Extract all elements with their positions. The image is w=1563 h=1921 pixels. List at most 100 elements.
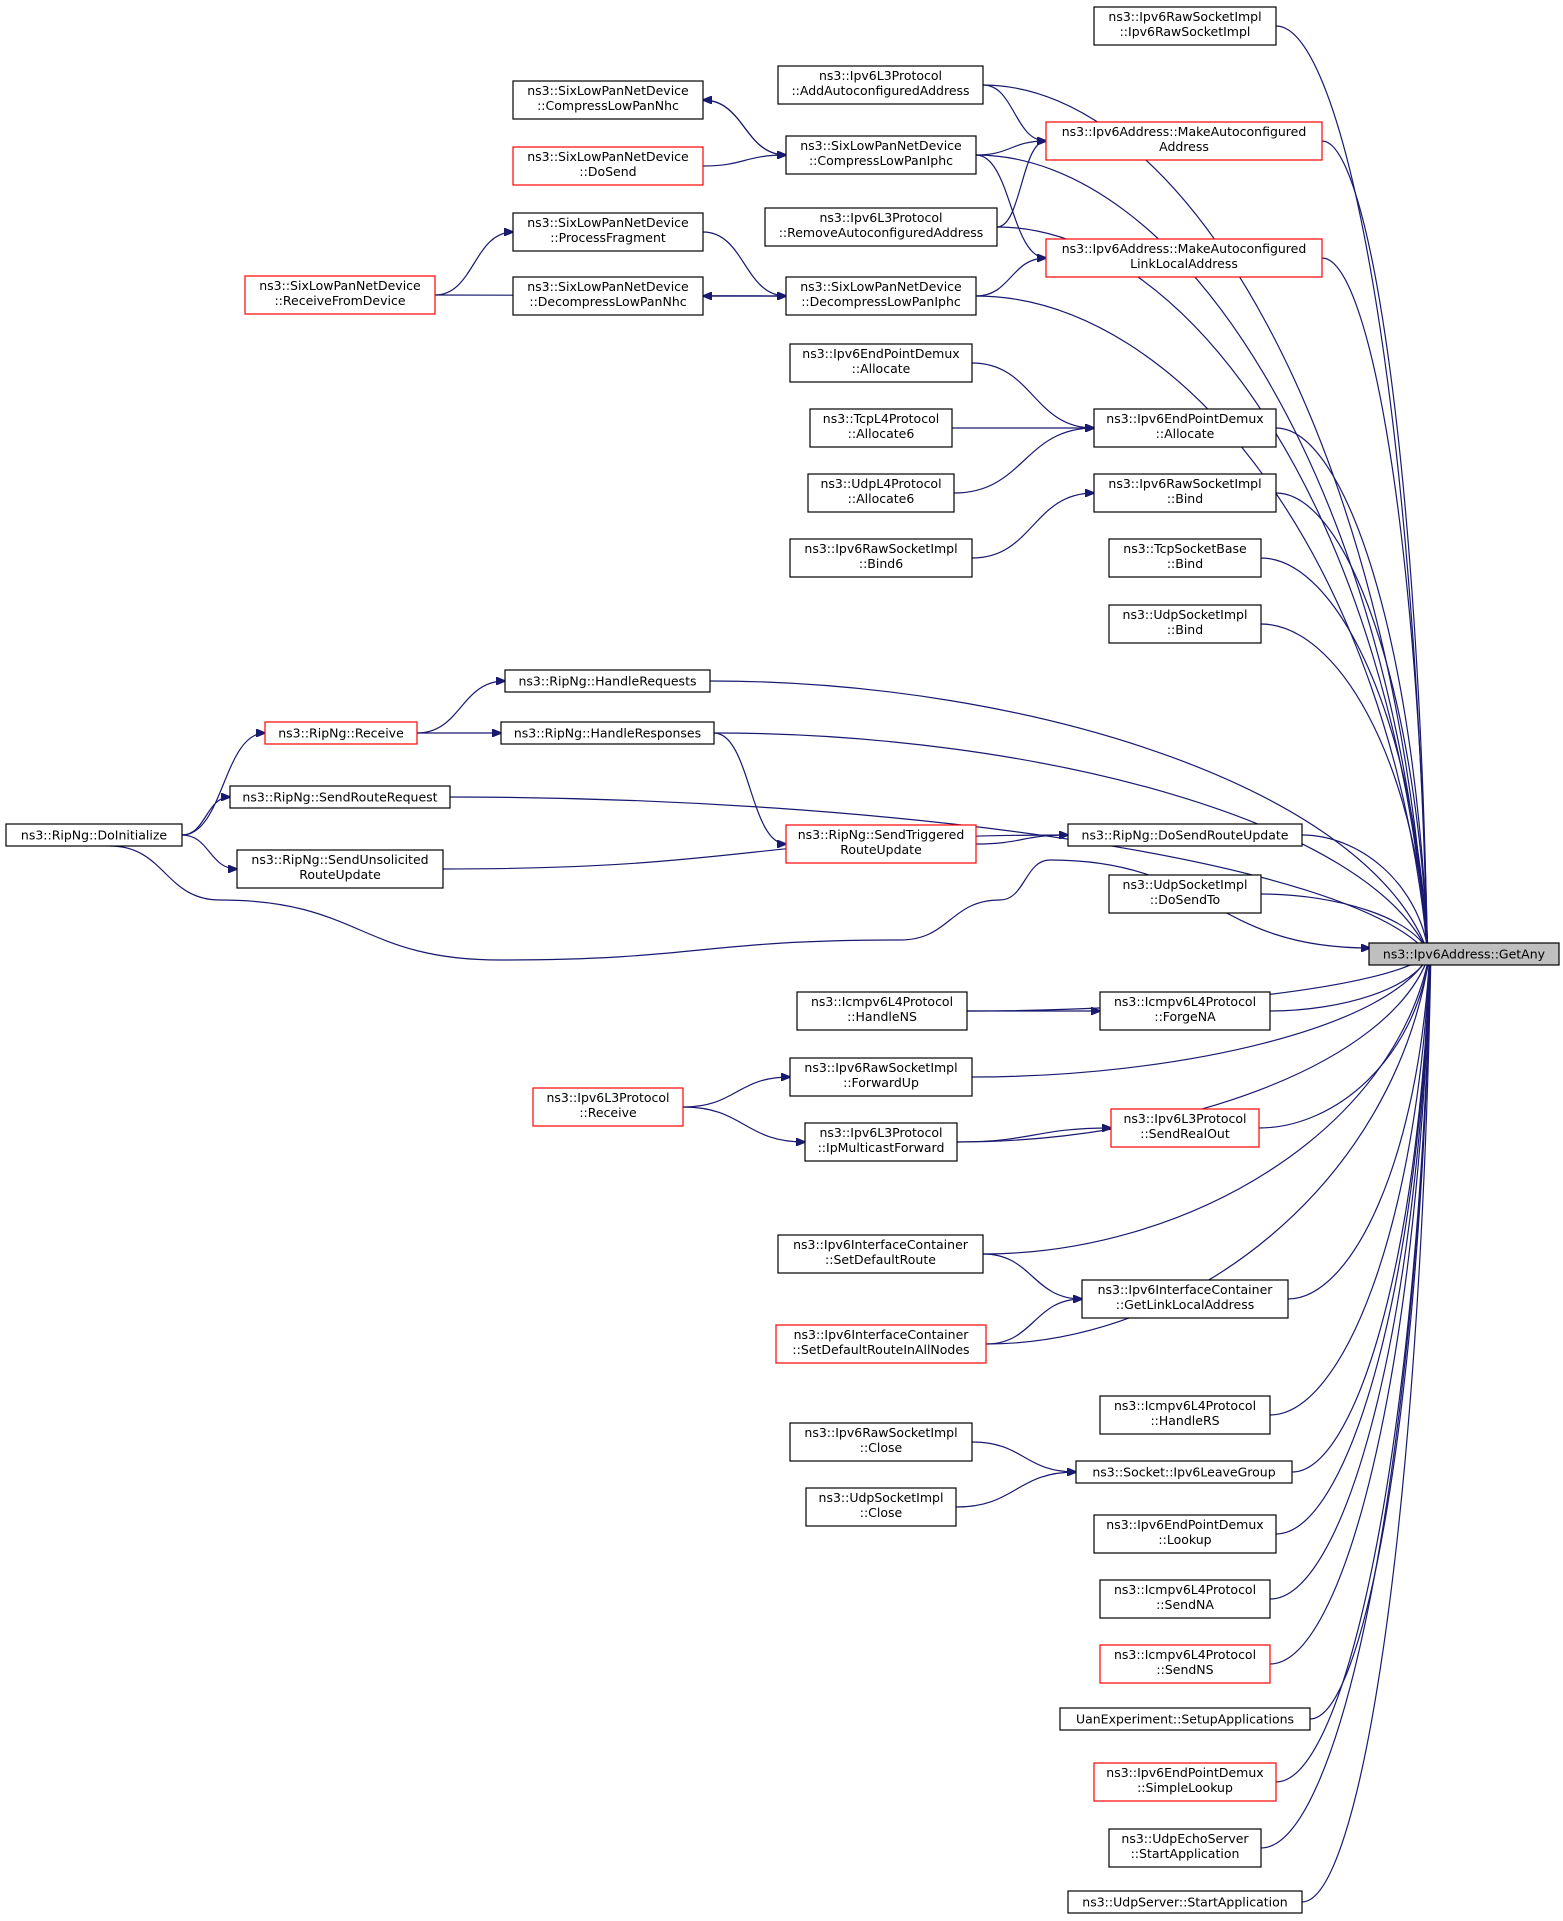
node-ciphc[interactable]: ns3::SixLowPanNetDevice::CompressLowPanI…: [785, 135, 977, 175]
node-doinit[interactable]: ns3::RipNg::DoInitialize: [5, 823, 183, 847]
node-label-line: ns3::Ipv6L3Protocol: [1123, 1111, 1246, 1126]
node-label-line: ns3::UdpSocketImpl: [819, 1490, 944, 1505]
node-rawbind[interactable]: ns3::Ipv6RawSocketImpl::Bind: [1093, 473, 1277, 513]
node-box: [777, 65, 984, 105]
node-tcpbind[interactable]: ns3::TcpSocketBase::Bind: [1108, 538, 1262, 578]
edge-rawbind-to-getany: [1275, 492, 1428, 954]
node-sreq[interactable]: ns3::RipNg::SendRouteRequest: [229, 785, 451, 809]
node-udpalloc6[interactable]: ns3::UdpL4Protocol::Allocate6: [807, 473, 955, 513]
node-addauto[interactable]: ns3::Ipv6L3Protocol::AddAutoconfiguredAd…: [777, 65, 984, 105]
node-getll[interactable]: ns3::Ipv6InterfaceContainer::GetLinkLoca…: [1081, 1279, 1289, 1319]
node-label-line: ::Receive: [579, 1105, 637, 1120]
node-label-line: ::AddAutoconfiguredAddress: [791, 83, 969, 98]
node-sendna[interactable]: ns3::Icmpv6L4Protocol::SendNA: [1099, 1579, 1271, 1619]
edge-udpalloc6-to-epdalloc: [953, 428, 1094, 494]
node-getany[interactable]: ns3::Ipv6Address::GetAny: [1368, 942, 1560, 966]
node-mkll[interactable]: ns3::Ipv6Address::MakeAutoconfiguredLink…: [1045, 238, 1323, 278]
node-label-line: ::CompressLowPanIphc: [809, 153, 953, 168]
node-label-line: RouteUpdate: [840, 842, 922, 857]
node-hns[interactable]: ns3::Icmpv6L4Protocol::HandleNS: [796, 991, 968, 1031]
edge-setdr-to-getll: [982, 1253, 1082, 1299]
node-rmauto[interactable]: ns3::Ipv6L3Protocol::RemoveAutoconfigure…: [764, 207, 998, 247]
node-mkauto[interactable]: ns3::Ipv6Address::MakeAutoconfiguredAddr…: [1045, 121, 1323, 161]
node-label-line: ::IpMulticastForward: [818, 1140, 945, 1155]
node-label-line: ::StartApplication: [1131, 1846, 1240, 1861]
node-echo[interactable]: ns3::UdpEchoServer::StartApplication: [1108, 1828, 1262, 1868]
node-recv[interactable]: ns3::RipNg::Receive: [264, 721, 418, 745]
edge-udpclose-to-leave: [955, 1472, 1076, 1508]
node-label-line: ::Bind: [1167, 556, 1203, 571]
node-label-line: ::Close: [860, 1440, 903, 1455]
node-label-line: ns3::Ipv6RawSocketImpl: [1108, 476, 1261, 491]
node-label-line: ::ForgeNA: [1154, 1009, 1216, 1024]
node-lookup[interactable]: ns3::Ipv6EndPointDemux::Lookup: [1093, 1514, 1277, 1554]
node-label-line: ::HandleNS: [847, 1009, 917, 1024]
node-label-line: LinkLocalAddress: [1130, 256, 1238, 271]
node-setdr[interactable]: ns3::Ipv6InterfaceContainer::SetDefaultR…: [777, 1234, 984, 1274]
node-dsru[interactable]: ns3::RipNg::DoSendRouteUpdate: [1067, 823, 1303, 847]
node-label-line: ns3::Ipv6RawSocketImpl: [804, 1425, 957, 1440]
node-box: [785, 824, 977, 864]
node-label-line: ns3::RipNg::SendTriggered: [798, 827, 965, 842]
node-rfd[interactable]: ns3::SixLowPanNetDevice::ReceiveFromDevi…: [244, 275, 436, 315]
node-udpbind[interactable]: ns3::UdpSocketImpl::Bind: [1108, 604, 1262, 644]
node-label-line: ns3::Ipv6Address::MakeAutoconfigured: [1062, 241, 1307, 256]
node-label-line: ::DoSend: [579, 164, 636, 179]
node-box: [5, 823, 183, 847]
node-uan[interactable]: UanExperiment::SetupApplications: [1059, 1707, 1311, 1731]
node-pfrag[interactable]: ns3::SixLowPanNetDevice::ProcessFragment: [512, 212, 704, 252]
edge-udpsrv-to-getany: [1301, 954, 1431, 1903]
node-label-line: ns3::Ipv6InterfaceContainer: [793, 1237, 969, 1252]
node-epdalloc1[interactable]: ns3::Ipv6EndPointDemux::Allocate: [789, 343, 973, 383]
node-rawbind6[interactable]: ns3::Ipv6RawSocketImpl::Bind6: [789, 538, 973, 578]
node-diphc[interactable]: ns3::SixLowPanNetDevice::DecompressLowPa…: [785, 276, 977, 316]
edge-pfrag-to-diphc: [702, 231, 786, 296]
edge-ciphc-to-getany: [975, 154, 1427, 954]
node-hresp[interactable]: ns3::RipNg::HandleResponses: [500, 721, 715, 745]
node-box: [1093, 1762, 1277, 1802]
node-label-line: ::Ipv6RawSocketImpl: [1120, 24, 1251, 39]
node-label-line: ns3::Icmpv6L4Protocol: [1114, 1398, 1256, 1413]
node-rawclose[interactable]: ns3::Ipv6RawSocketImpl::Close: [789, 1422, 973, 1462]
node-slookup[interactable]: ns3::Ipv6EndPointDemux::SimpleLookup: [1093, 1762, 1277, 1802]
node-box: [789, 343, 973, 383]
edge-hreq-to-getany: [709, 680, 1428, 954]
node-udpdst[interactable]: ns3::UdpSocketImpl::DoSendTo: [1108, 874, 1262, 914]
node-label-line: ns3::RipNg::Receive: [278, 726, 404, 741]
edge-mkauto-to-getany: [1321, 140, 1427, 954]
node-leave[interactable]: ns3::Socket::Ipv6LeaveGroup: [1075, 1460, 1293, 1484]
node-dnhc[interactable]: ns3::SixLowPanNetDevice::DecompressLowPa…: [512, 276, 704, 316]
edge-sendna-to-getany: [1269, 954, 1430, 1600]
node-label-line: ns3::SixLowPanNetDevice: [527, 83, 689, 98]
node-sro[interactable]: ns3::Ipv6L3Protocol::SendRealOut: [1110, 1108, 1260, 1148]
node-hrs[interactable]: ns3::Icmpv6L4Protocol::HandleRS: [1099, 1395, 1271, 1435]
node-dosend[interactable]: ns3::SixLowPanNetDevice::DoSend: [512, 146, 704, 186]
node-label-line: ns3::Ipv6EndPointDemux: [1106, 411, 1263, 426]
node-forgena[interactable]: ns3::Icmpv6L4Protocol::ForgeNA: [1099, 991, 1271, 1031]
node-label-line: ns3::Ipv6RawSocketImpl: [804, 1060, 957, 1075]
node-label-line: ns3::Ipv6L3Protocol: [819, 1125, 942, 1140]
edge-rawctor-to-getany: [1275, 25, 1427, 954]
node-fwdup[interactable]: ns3::Ipv6RawSocketImpl::ForwardUp: [789, 1057, 973, 1097]
node-rawctor[interactable]: ns3::Ipv6RawSocketImpl::Ipv6RawSocketImp…: [1093, 6, 1277, 46]
edge-hresp-to-getany: [713, 732, 1429, 954]
node-label-line: ns3::SixLowPanNetDevice: [527, 149, 689, 164]
edge-recv-to-hreq: [416, 681, 505, 734]
node-hreq[interactable]: ns3::RipNg::HandleRequests: [504, 669, 711, 693]
edge-fwdup-to-getany: [971, 954, 1429, 1078]
node-l3recv[interactable]: ns3::Ipv6L3Protocol::Receive: [532, 1087, 684, 1127]
node-label-line: ns3::Ipv6InterfaceContainer: [794, 1327, 970, 1342]
node-cnhc[interactable]: ns3::SixLowPanNetDevice::CompressLowPanN…: [512, 80, 704, 120]
node-epdalloc[interactable]: ns3::Ipv6EndPointDemux::Allocate: [1093, 408, 1277, 448]
node-ipmf[interactable]: ns3::Ipv6L3Protocol::IpMulticastForward: [804, 1122, 958, 1162]
node-tcpalloc6[interactable]: ns3::TcpL4Protocol::Allocate6: [809, 408, 953, 448]
node-udpsrv[interactable]: ns3::UdpServer::StartApplication: [1067, 1890, 1303, 1914]
node-box: [229, 785, 451, 809]
node-udpclose[interactable]: ns3::UdpSocketImpl::Close: [805, 1487, 957, 1527]
node-sendns[interactable]: ns3::Icmpv6L4Protocol::SendNS: [1099, 1644, 1271, 1684]
node-setdrall[interactable]: ns3::Ipv6InterfaceContainer::SetDefaultR…: [775, 1324, 987, 1364]
edge-doinit-to-sreq: [181, 797, 230, 836]
